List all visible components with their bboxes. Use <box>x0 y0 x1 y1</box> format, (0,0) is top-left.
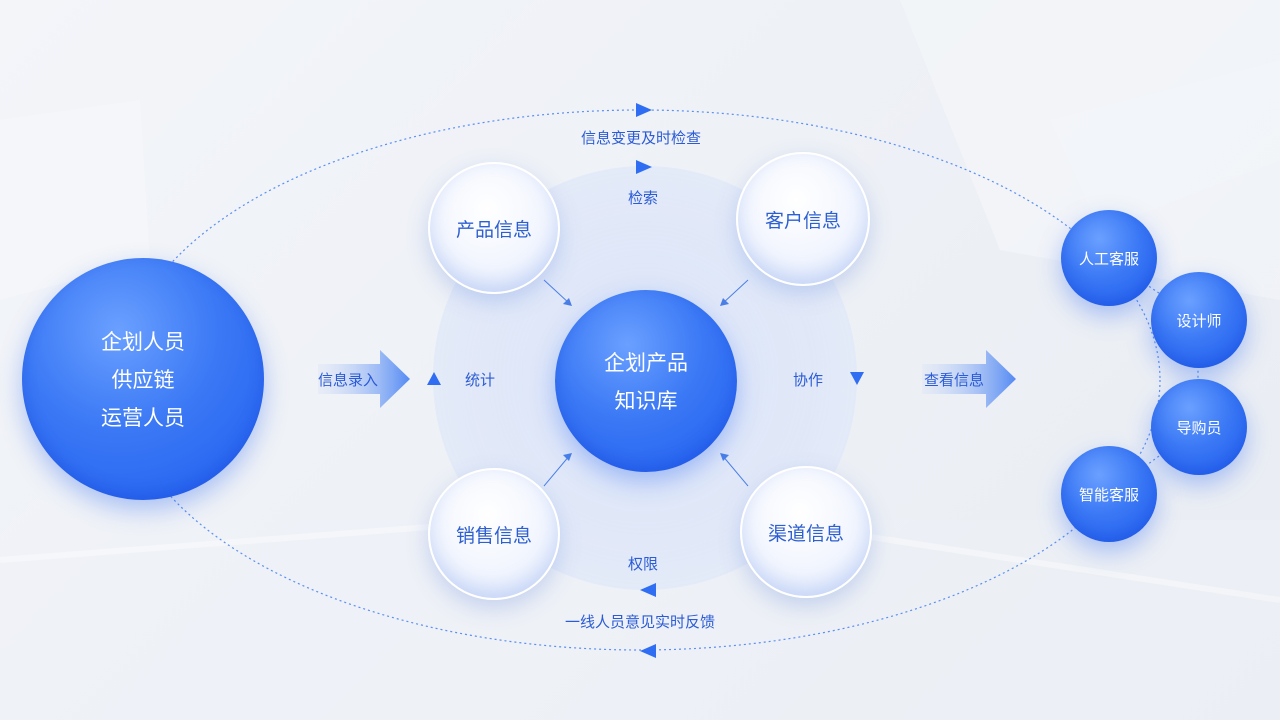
customer-info-label: 客户信息 <box>765 206 841 233</box>
permission-label: 权限 <box>628 553 658 574</box>
designer-circle: 设计师 <box>1151 272 1247 368</box>
channel-info-label: 渠道信息 <box>768 519 844 546</box>
designer-label: 设计师 <box>1176 310 1221 331</box>
flow-input-label: 信息录入 <box>318 369 378 390</box>
shopping-guide-circle: 导购员 <box>1151 379 1247 475</box>
search-label: 检索 <box>628 187 658 208</box>
smart-service-label: 智能客服 <box>1079 484 1139 505</box>
center-line-1: 企划产品 <box>604 347 688 377</box>
human-service-circle: 人工客服 <box>1061 210 1157 306</box>
orbit-bottom-label: 一线人员意见实时反馈 <box>565 611 715 632</box>
product-info-label: 产品信息 <box>456 215 532 242</box>
customer-info-circle: 客户信息 <box>736 152 870 286</box>
stakeholder-circle: 企划人员 供应链 运营人员 <box>22 258 264 500</box>
smart-service-circle: 智能客服 <box>1061 446 1157 542</box>
channel-info-circle: 渠道信息 <box>740 466 872 598</box>
shopping-guide-label: 导购员 <box>1176 417 1221 438</box>
collab-label: 协作 <box>793 369 823 390</box>
stats-label: 统计 <box>465 369 495 390</box>
stakeholder-line-1: 企划人员 <box>101 326 185 356</box>
stakeholder-line-2: 供应链 <box>101 364 185 394</box>
sales-info-label: 销售信息 <box>456 521 532 548</box>
orbit-top-label: 信息变更及时检查 <box>581 127 701 148</box>
center-line-2: 知识库 <box>604 385 688 415</box>
flow-view-label: 查看信息 <box>924 369 984 390</box>
human-service-label: 人工客服 <box>1079 248 1139 269</box>
orbit-arrow-top <box>636 103 652 117</box>
knowledge-base-circle: 企划产品 知识库 <box>555 290 737 472</box>
sales-info-circle: 销售信息 <box>428 468 560 600</box>
stakeholder-line-3: 运营人员 <box>101 402 185 432</box>
product-info-circle: 产品信息 <box>428 162 560 294</box>
